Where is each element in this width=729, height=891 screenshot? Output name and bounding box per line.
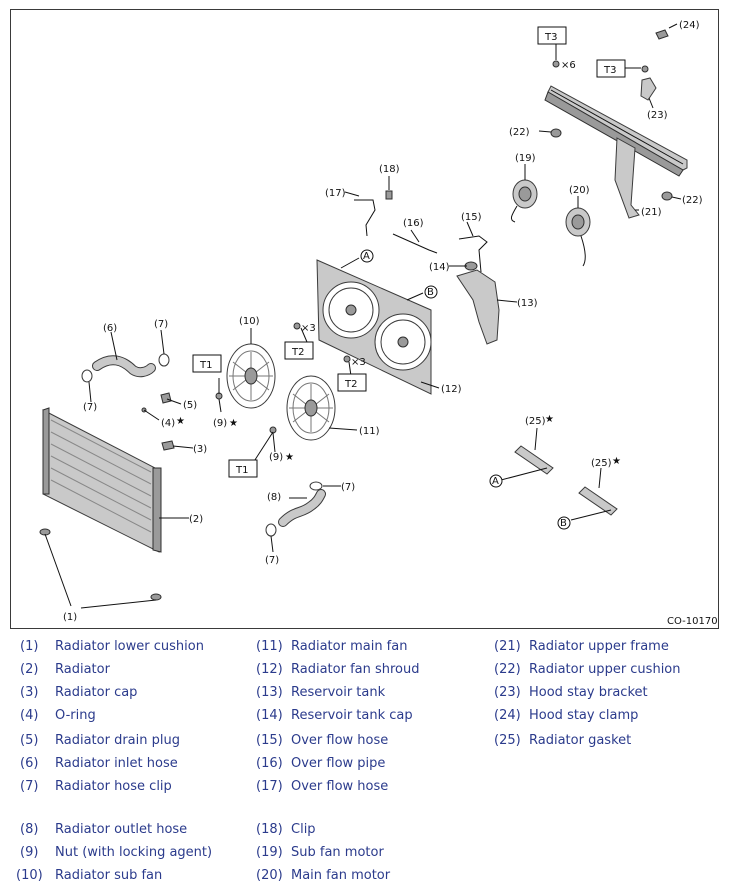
radiator-drain-plug-drawing <box>160 392 172 404</box>
torque-label-t3: T3 <box>596 59 626 78</box>
torque-label-t2: T2 <box>337 373 367 392</box>
svg-text:T1: T1 <box>235 465 248 476</box>
torque-label-t3: T3 <box>537 26 567 45</box>
radiator-main-fan-drawing <box>286 375 336 441</box>
sub-fan-motor-drawing <box>510 179 538 223</box>
clip-drawing <box>385 190 393 200</box>
radiator-gasket-drawing <box>514 445 554 475</box>
star-icon: ★ <box>612 456 621 467</box>
callout-labels: (1) (2) (3) (4) (5) (6) (7) (7) (7) (7) … <box>63 20 703 623</box>
svg-text:B: B <box>560 518 567 529</box>
callout-6: (6) <box>103 323 117 334</box>
bolt-drawing <box>293 322 301 330</box>
exploded-diagram: (1) (2) (3) (4) (5) (6) (7) (7) (7) (7) … <box>39 20 718 627</box>
radiator-sub-fan-drawing <box>226 343 276 409</box>
svg-text:B: B <box>427 287 434 298</box>
star-icon: ★ <box>176 416 185 427</box>
radiator-upper-cushion-drawing <box>550 128 562 138</box>
exploded-diagram-frame: (1) (2) (3) (4) (5) (6) (7) (7) (7) (7) … <box>10 9 719 629</box>
callout-23: (23) <box>647 110 668 121</box>
radiator-fan-shroud-drawing <box>316 259 432 395</box>
callout-25: (25) <box>525 416 546 427</box>
callout-22: (22) <box>682 195 703 206</box>
callout-7: (7) <box>154 319 168 330</box>
svg-text:T1: T1 <box>199 360 212 371</box>
callout-14: (14) <box>429 262 450 273</box>
callout-3: (3) <box>193 444 207 455</box>
multiplier-x3: ×3 <box>301 323 316 334</box>
bolt-drawing <box>641 65 649 73</box>
radiator-hose-clip-drawing <box>158 353 170 367</box>
callout-5: (5) <box>183 400 197 411</box>
leader-lines <box>44 23 682 609</box>
reservoir-tank-drawing <box>456 269 500 345</box>
over-flow-pipe-drawing <box>392 233 438 254</box>
svg-text:A: A <box>363 251 370 262</box>
hood-stay-bracket-drawing <box>640 77 657 101</box>
svg-text:T3: T3 <box>544 32 557 43</box>
radiator-upper-cushion-drawing <box>661 191 673 201</box>
callout-10: (10) <box>239 316 260 327</box>
callout-18: (18) <box>379 164 400 175</box>
torque-label-t2: T2 <box>284 341 314 360</box>
star-icon: ★ <box>545 414 554 425</box>
radiator-gasket-drawing <box>578 486 618 516</box>
callout-16: (16) <box>403 218 424 229</box>
radiator-lower-cushion-drawing <box>150 593 162 601</box>
callout-17: (17) <box>325 188 346 199</box>
radiator-hose-clip-drawing <box>309 481 323 491</box>
callout-22: (22) <box>509 127 530 138</box>
torque-label-t1: T1 <box>228 459 258 478</box>
callout-11: (11) <box>359 426 380 437</box>
callout-15: (15) <box>461 212 482 223</box>
over-flow-hose-drawing <box>458 235 488 273</box>
callout-13: (13) <box>517 298 538 309</box>
callout-12: (12) <box>441 384 462 395</box>
callout-19: (19) <box>515 153 536 164</box>
callout-9: (9) <box>269 452 283 463</box>
radiator-cap-drawing <box>161 440 175 451</box>
star-icon: ★ <box>285 452 294 463</box>
callout-24: (24) <box>679 20 700 31</box>
svg-text:T2: T2 <box>344 379 357 390</box>
callout-letter-a: A <box>489 474 503 488</box>
star-markers: ★ ★ ★ ★ ★ <box>176 414 621 467</box>
callout-7: (7) <box>83 402 97 413</box>
callout-4: (4) <box>161 418 175 429</box>
radiator-upper-frame-drawing <box>544 85 688 219</box>
svg-text:T2: T2 <box>291 347 304 358</box>
over-flow-hose-drawing <box>354 199 376 237</box>
main-fan-motor-drawing <box>565 207 591 267</box>
callout-1: (1) <box>63 612 77 623</box>
callout-7: (7) <box>341 482 355 493</box>
callout-21: (21) <box>641 207 662 218</box>
figure-code: CO-10170 <box>667 616 718 627</box>
torque-label-t1: T1 <box>192 354 222 373</box>
callout-25: (25) <box>591 458 612 469</box>
bolt-drawing <box>343 355 351 363</box>
multiplier-x3: ×3 <box>351 357 366 368</box>
callout-letter-b: B <box>424 285 438 299</box>
callout-letter-b: B <box>557 516 571 530</box>
bolt-drawing <box>552 60 560 68</box>
callout-8: (8) <box>267 492 281 503</box>
callout-2: (2) <box>189 514 203 525</box>
radiator-hose-clip-drawing <box>265 523 277 537</box>
radiator-drawing <box>42 407 162 553</box>
star-icon: ★ <box>229 418 238 429</box>
callout-letter-a: A <box>360 249 374 263</box>
hood-stay-clamp-drawing <box>655 29 669 40</box>
radiator-hose-clip-drawing <box>81 369 93 383</box>
svg-text:T3: T3 <box>603 65 616 76</box>
callout-9: (9) <box>213 418 227 429</box>
svg-text:A: A <box>492 476 499 487</box>
callout-7: (7) <box>265 555 279 566</box>
multiplier-x6: ×6 <box>561 60 576 71</box>
callout-20: (20) <box>569 185 590 196</box>
